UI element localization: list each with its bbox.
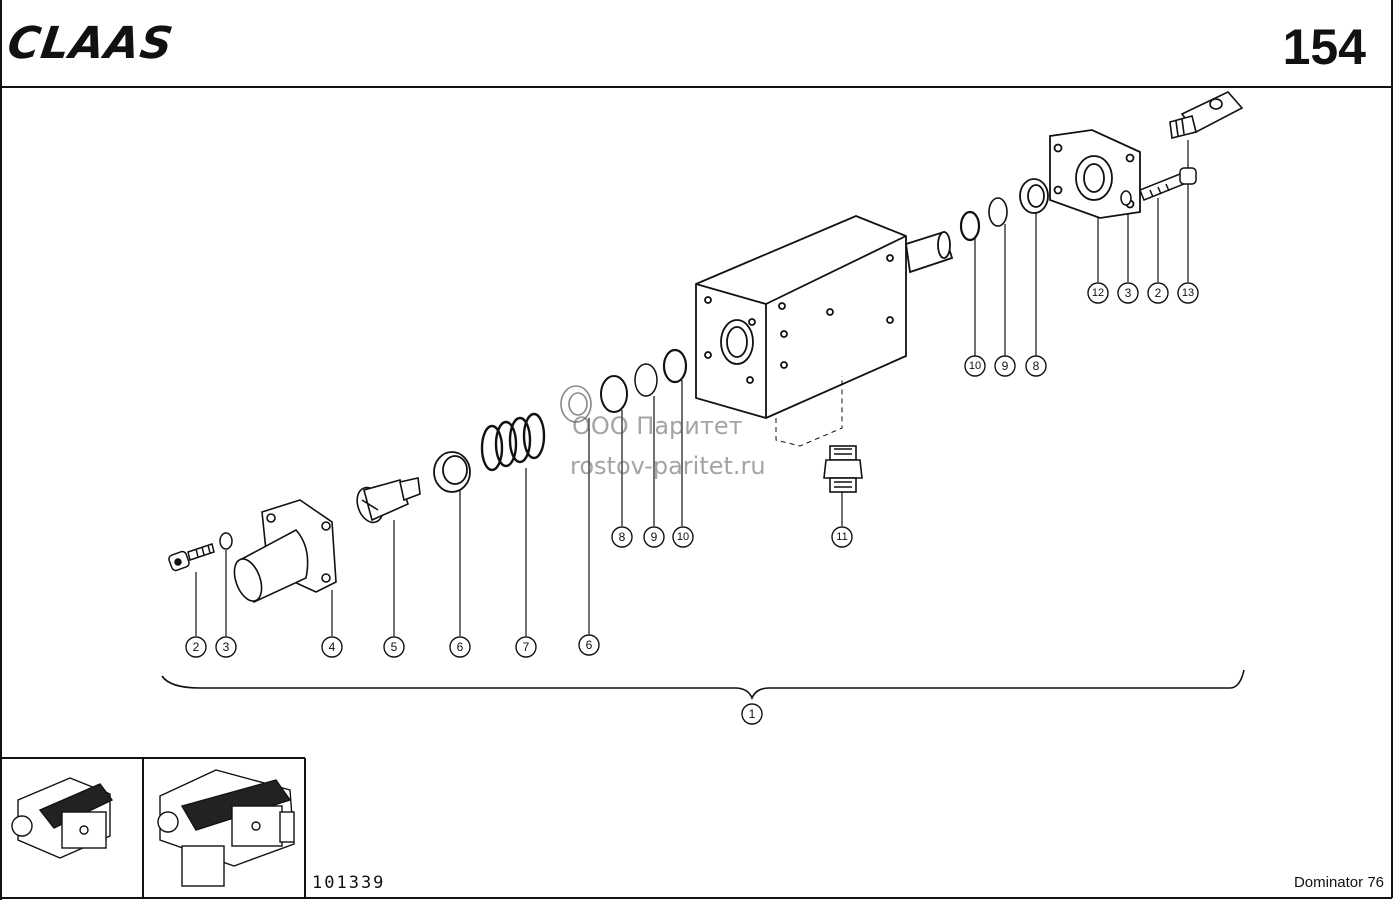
callout-3b: 3 xyxy=(1125,286,1132,300)
callout-2b-circle xyxy=(1147,282,1169,304)
callout-8a-circle xyxy=(611,526,633,548)
cap-part-8-right xyxy=(1019,178,1049,214)
cover-part-4 xyxy=(233,499,337,604)
callout-13: 13 xyxy=(1182,287,1194,299)
callout-11: 11 xyxy=(836,531,847,543)
callout-8b-circle xyxy=(1025,355,1047,377)
callout-3a: 3 xyxy=(223,640,230,654)
spring-part-7 xyxy=(480,412,546,472)
callout-8b: 8 xyxy=(1033,359,1040,373)
page-number: 154 xyxy=(1282,19,1366,75)
callout-9b: 9 xyxy=(1002,359,1009,373)
callout-11-circle xyxy=(831,526,853,548)
callout-13-circle xyxy=(1177,282,1199,304)
callout-4-circle xyxy=(321,636,343,658)
callout-2b: 2 xyxy=(1155,286,1162,300)
ring-part-8-left xyxy=(600,375,628,413)
ring-part-9-left xyxy=(634,363,658,397)
thumbnail-valve-right xyxy=(157,769,295,887)
cap-part-6-left xyxy=(433,451,471,493)
washer-part-3-left xyxy=(219,532,233,550)
callout-4: 4 xyxy=(329,640,336,654)
callout-1-circle xyxy=(741,703,763,725)
claas-logo: CLAAS xyxy=(4,18,177,69)
callout-3a-circle xyxy=(215,636,237,658)
callout-9a-circle xyxy=(643,526,665,548)
callout-10a: 10 xyxy=(677,531,689,543)
callout-10b-circle xyxy=(964,355,986,377)
callout-2a-circle xyxy=(185,636,207,658)
bolt-part-2-right xyxy=(1139,167,1197,201)
callout-5-circle xyxy=(383,636,405,658)
valve-block xyxy=(695,215,954,419)
watermark-company: ООО Паритет xyxy=(572,412,743,440)
cap-part-6-right xyxy=(560,385,592,423)
callout-7: 7 xyxy=(523,640,530,654)
callout-9b-circle xyxy=(994,355,1016,377)
plate-part-12 xyxy=(1049,129,1141,219)
model-name: Dominator 76 xyxy=(1293,874,1384,891)
callout-1: 1 xyxy=(749,707,756,721)
callout-5: 5 xyxy=(391,640,398,654)
callout-6b-circle xyxy=(578,634,600,656)
callout-6a: 6 xyxy=(457,640,464,654)
hidden-port-dashes xyxy=(775,376,843,447)
callout-6b: 6 xyxy=(586,638,593,652)
callout-2a: 2 xyxy=(193,640,200,654)
callout-3b-circle xyxy=(1117,282,1139,304)
callout-10a-circle xyxy=(672,526,694,548)
screw-part-5 xyxy=(356,477,421,524)
callout-12-circle xyxy=(1087,282,1109,304)
clevis-part-13 xyxy=(1169,91,1244,139)
bolt-part-2-left xyxy=(168,543,215,572)
thumbnail-valve-left xyxy=(11,777,114,859)
drawing-number: 101339 xyxy=(312,873,386,893)
fitting-part-11 xyxy=(823,445,863,493)
ring-part-10-right xyxy=(959,210,981,242)
callout-6a-circle xyxy=(449,636,471,658)
leader-lines xyxy=(195,140,1189,636)
callout-7-circle xyxy=(515,636,537,658)
callout-9a: 9 xyxy=(651,530,658,544)
assembly-bracket xyxy=(161,669,1245,701)
ring-part-10-left xyxy=(662,348,688,384)
watermark-url: rostov-paritet.ru xyxy=(570,452,766,480)
callout-8a: 8 xyxy=(619,530,626,544)
washer-part-3-right xyxy=(1120,190,1132,206)
callout-10b: 10 xyxy=(969,360,981,372)
callout-12: 12 xyxy=(1092,287,1104,299)
ring-part-9-right xyxy=(988,197,1008,227)
